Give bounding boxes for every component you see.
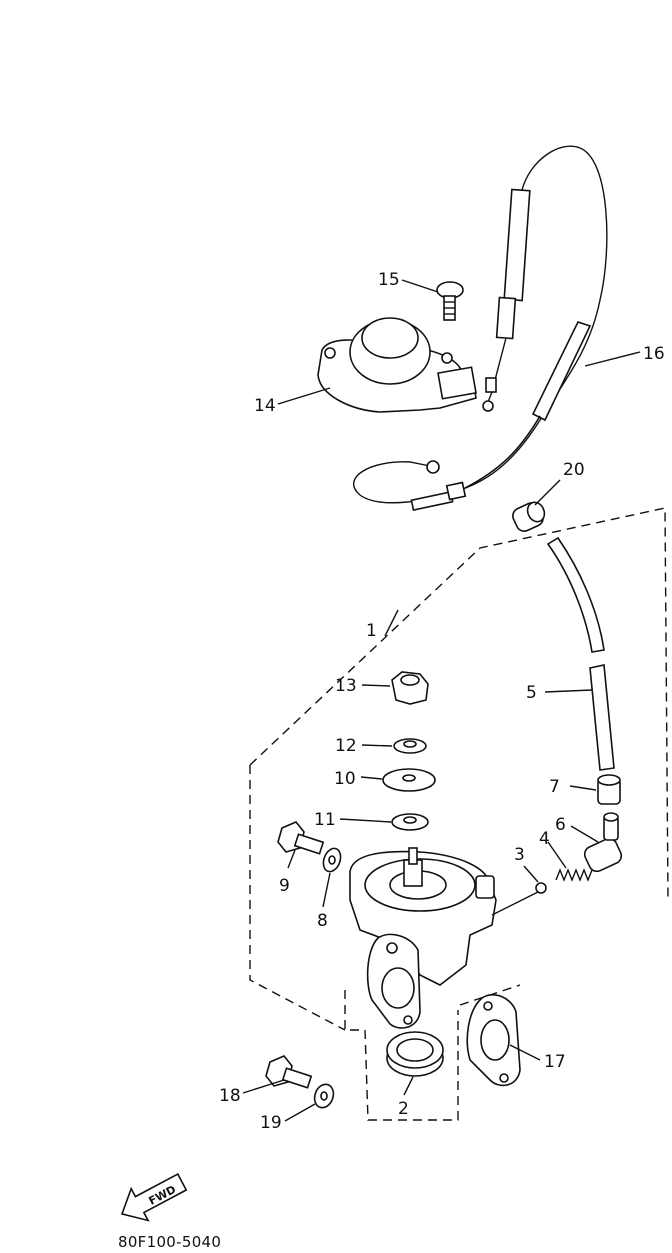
washer-19 (313, 1083, 335, 1109)
washer-12 (393, 738, 427, 754)
callout-20: 20 (563, 460, 585, 480)
washer-11 (391, 813, 429, 831)
callout-17: 17 (544, 1052, 566, 1072)
leader-lines (242, 279, 641, 1122)
washer-8 (322, 847, 342, 873)
callout-19: 19 (260, 1113, 282, 1133)
fitting-7 (597, 774, 621, 805)
screw-15 (436, 281, 464, 321)
bolt-18 (265, 1055, 313, 1089)
diagram-code: 80F100-5040 (118, 1233, 222, 1251)
callout-10: 10 (334, 769, 356, 789)
pump-body (349, 847, 497, 1029)
plate-10 (382, 768, 436, 792)
spring-4 (555, 868, 593, 882)
callout-18: 18 (219, 1086, 241, 1106)
callout-12: 12 (335, 736, 357, 756)
callout-7: 7 (549, 777, 560, 797)
bolt-9 (277, 821, 325, 855)
callout-13: 13 (335, 676, 357, 696)
hose-5 (546, 536, 615, 771)
callout-14: 14 (254, 396, 276, 416)
nut-13 (391, 671, 429, 705)
callout-5: 5 (526, 683, 537, 703)
assembly-outline-2 (344, 990, 459, 1121)
elbow-6 (583, 812, 623, 873)
cap-20 (512, 501, 546, 532)
fwd-arrow-icon: FWD (120, 1173, 188, 1222)
gasket-17 (466, 994, 521, 1087)
throttle-cable (459, 145, 608, 491)
hose-16 (464, 321, 592, 489)
callout-11: 11 (314, 810, 336, 830)
seal-2 (386, 1031, 444, 1077)
callout-4: 4 (539, 829, 550, 849)
callout-8: 8 (317, 911, 328, 931)
callout-9: 9 (279, 876, 290, 896)
callout-3: 3 (514, 845, 525, 865)
callout-1: 1 (366, 621, 377, 641)
callout-6: 6 (555, 815, 566, 835)
callout-16: 16 (643, 344, 665, 364)
wire-loop (353, 460, 467, 511)
callout-15: 15 (378, 270, 400, 290)
callout-2: 2 (398, 1099, 409, 1119)
ball-3 (535, 882, 547, 894)
cover-14 (317, 317, 477, 413)
